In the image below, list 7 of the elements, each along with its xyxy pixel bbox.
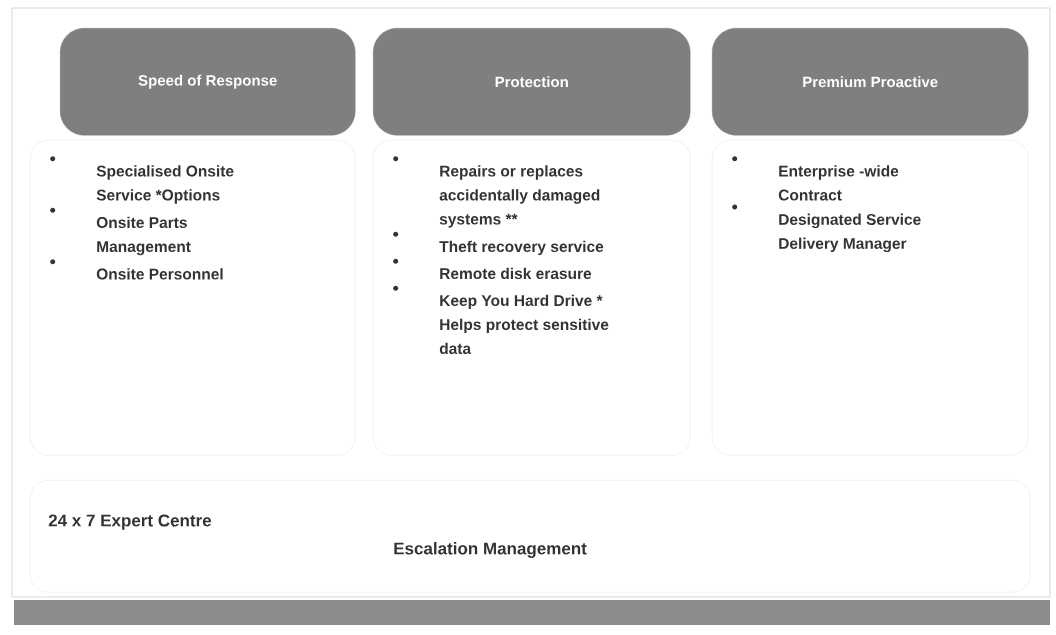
- panel-card: Specialised Onsite Service *Options Onsite Parts Management Onsite Personnel: [30, 140, 356, 456]
- panel-card: Enterprise -wide Contract Designated Service Delivery Manager: [712, 140, 1029, 456]
- header-box: Speed of Response: [60, 28, 356, 136]
- header-box: Premium Proactive: [712, 28, 1029, 136]
- panel-card: Repairs or replaces accidentally damaged systems ** Theft recovery service Remote disk erasure Keep You Hard Drive * Helps protect sensitive data: [373, 140, 691, 456]
- info-band: 24 x 7 Expert Centre Escalation Management: [30, 480, 1031, 593]
- header-box: Protection: [373, 28, 691, 136]
